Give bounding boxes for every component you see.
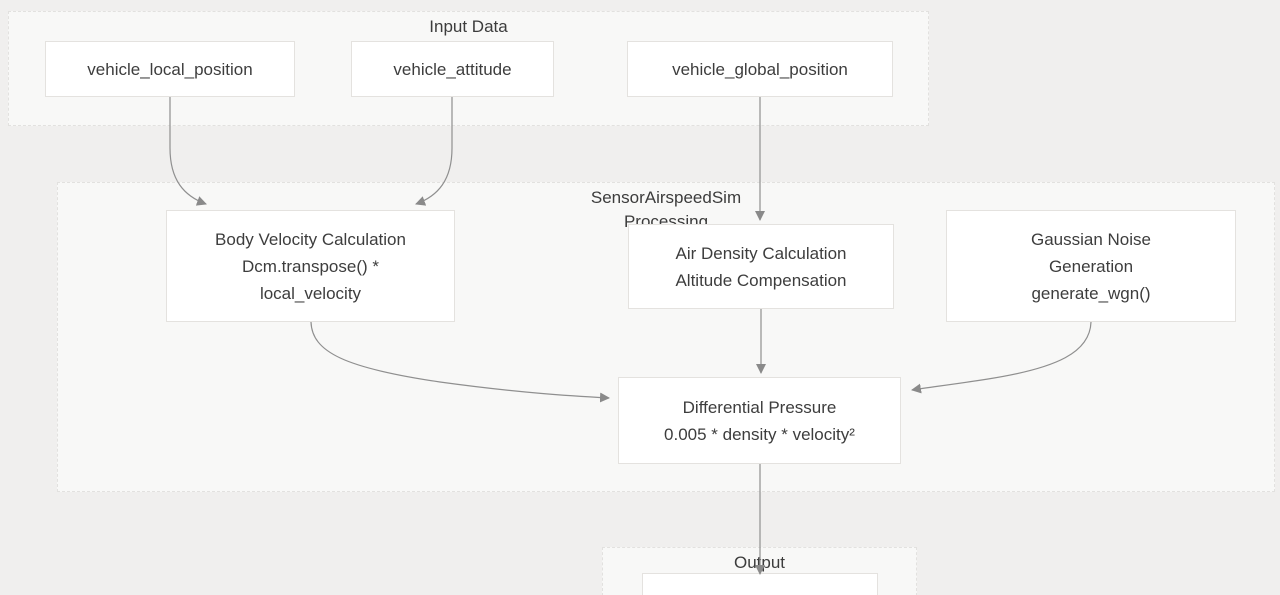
- node-differential-pressure: Differential Pressure 0.005 * density * …: [618, 377, 901, 464]
- node-label: 0.005 * density * velocity²: [664, 424, 855, 444]
- node-body-velocity-calculation: Body Velocity Calculation Dcm.transpose(…: [166, 210, 455, 322]
- node-label: Body Velocity Calculation: [215, 229, 406, 249]
- node-label: generate_wgn(): [1031, 283, 1151, 303]
- node-label: Altitude Compensation: [675, 270, 847, 290]
- node-air-density-calculation: Air Density Calculation Altitude Compens…: [628, 224, 894, 309]
- node-output: [642, 573, 878, 595]
- node-label: vehicle_attitude: [393, 59, 512, 79]
- group-processing-label-line1: SensorAirspeedSim: [590, 188, 742, 207]
- node-label: vehicle_local_position: [87, 59, 253, 79]
- node-vehicle-global-position: vehicle_global_position: [627, 41, 893, 97]
- node-vehicle-attitude: vehicle_attitude: [351, 41, 554, 97]
- node-label: Differential Pressure: [682, 397, 837, 417]
- node-label: Gaussian Noise: [1030, 229, 1151, 249]
- node-label: local_velocity: [259, 283, 362, 303]
- node-gaussian-noise-generation: Gaussian Noise Generation generate_wgn(): [946, 210, 1236, 322]
- node-vehicle-local-position: vehicle_local_position: [45, 41, 295, 97]
- node-label: vehicle_global_position: [672, 59, 848, 79]
- group-output-label: Output: [733, 553, 786, 572]
- group-input-data-label: Input Data: [429, 17, 508, 36]
- node-label: Air Density Calculation: [675, 243, 847, 263]
- node-label: Dcm.transpose() *: [242, 256, 379, 276]
- node-label: Generation: [1048, 256, 1134, 276]
